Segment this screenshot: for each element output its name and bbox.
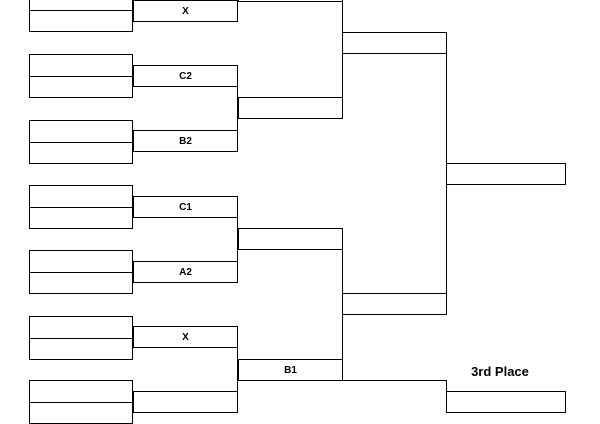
third-place-title: 3rd Place	[471, 364, 529, 379]
seed-pair-3[interactable]	[29, 120, 133, 164]
round2-slot-5[interactable]: A2	[133, 261, 238, 283]
seed-pair-2[interactable]	[29, 54, 133, 98]
seed-pair-1[interactable]	[29, 0, 133, 32]
round2-slot-label: C2	[179, 71, 192, 82]
seed-pair-6[interactable]	[29, 316, 133, 360]
connector-line	[342, 0, 343, 119]
round2-slot-label: X	[182, 332, 189, 343]
connector-line	[342, 239, 343, 370]
round3-slot-1[interactable]	[238, 0, 343, 2]
connector-line	[342, 380, 446, 381]
round2-slot-label: A2	[179, 267, 192, 278]
round2-slot-6[interactable]: X	[133, 326, 238, 348]
semifinal-slot-2[interactable]	[342, 293, 447, 315]
round2-slot-label: X	[182, 6, 189, 17]
round3-slot-4[interactable]: B1	[238, 359, 343, 381]
seed-pair-7[interactable]	[29, 380, 133, 424]
round3-slot-label: B1	[284, 365, 297, 376]
connector-line	[237, 76, 238, 142]
connector-line	[237, 207, 238, 273]
round2-slot-4[interactable]: C1	[133, 196, 238, 218]
round3-slot-2[interactable]	[238, 97, 343, 119]
round2-slot-label: B2	[179, 136, 192, 147]
final-slot[interactable]	[446, 163, 566, 185]
round2-slot-2[interactable]: C2	[133, 65, 238, 87]
seed-pair-5[interactable]	[29, 250, 133, 294]
connector-line	[237, 337, 238, 400]
round2-slot-1[interactable]: X	[133, 0, 238, 22]
semifinal-slot-1[interactable]	[342, 32, 447, 54]
seed-pair-4[interactable]	[29, 185, 133, 229]
connector-line	[446, 43, 447, 304]
round2-slot-3[interactable]: B2	[133, 130, 238, 152]
round2-slot-label: C1	[179, 202, 192, 213]
round3-slot-3[interactable]	[238, 228, 343, 250]
connector-line	[446, 380, 447, 400]
tournament-bracket: X C2 B2 C1 A2 X B1 3rd Place	[29, 0, 566, 424]
third-place-slot[interactable]	[446, 391, 566, 413]
round2-slot-7[interactable]	[133, 391, 238, 413]
